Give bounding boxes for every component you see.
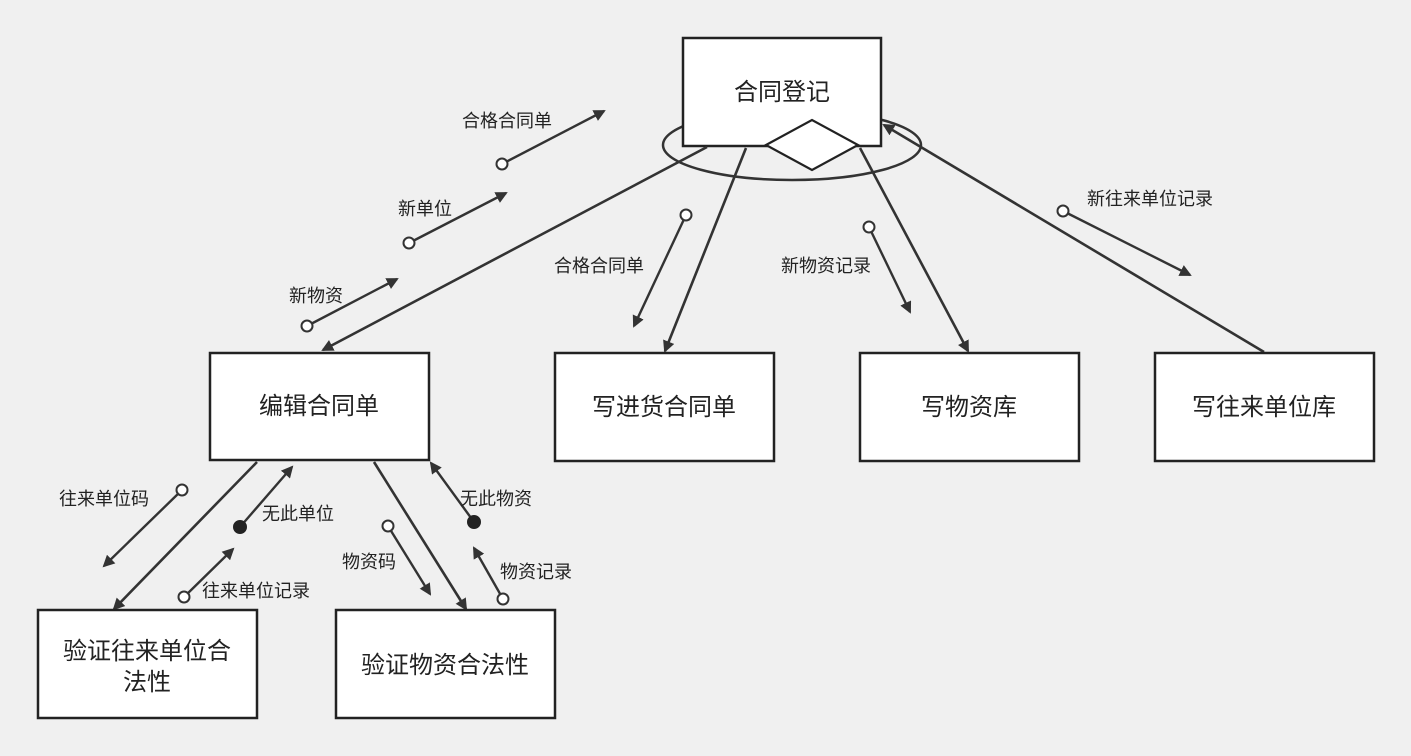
node-verify-partner[interactable]: 验证往来单位合 法性 <box>36 608 259 720</box>
data-couple-icon <box>300 319 314 333</box>
node-label: 写往来单位库 <box>1192 393 1336 421</box>
data-couple-icon <box>1056 204 1070 218</box>
flow-new-unit <box>408 191 508 245</box>
flow-no-such-unit <box>239 465 294 528</box>
flow-label-material-code: 物资码 <box>342 552 396 573</box>
edge-edit-to-verify-material <box>372 461 468 611</box>
flow-qualified-contract-up <box>501 109 606 166</box>
node-box <box>553 351 776 463</box>
node-label: 写物资库 <box>921 393 1017 421</box>
flow-no-such-material <box>429 461 475 523</box>
node-box <box>1153 351 1376 463</box>
node-box <box>858 351 1081 463</box>
edge-root-to-write-material <box>858 147 970 353</box>
flow-qualified-contract-down <box>632 214 688 328</box>
node-box <box>36 608 259 720</box>
node-contract-registration[interactable]: 合同登记 <box>681 36 883 148</box>
node-write-material-db[interactable]: 写物资库 <box>858 351 1081 463</box>
flow-label-material-record: 物资记录 <box>500 562 572 583</box>
data-couple-icon <box>402 236 416 250</box>
node-label-line1: 验证往来单位合 <box>63 637 231 665</box>
flow-label-new-material-record: 新物资记录 <box>781 256 871 277</box>
flow-label-partner-record: 往来单位记录 <box>202 581 310 602</box>
data-couple-icon <box>177 590 191 604</box>
flow-label-new-material: 新物资 <box>289 286 343 307</box>
flow-label-qualified-contract-up: 合格合同单 <box>462 111 552 132</box>
data-couple-icon <box>175 483 189 497</box>
data-couple-icon <box>381 519 395 533</box>
edge-root-to-edit <box>321 145 708 352</box>
edge-write-partner-to-root <box>882 123 1265 354</box>
data-couple-icon <box>495 157 509 171</box>
flow-label-partner-code: 往来单位码 <box>59 489 149 510</box>
node-verify-material[interactable]: 验证物资合法性 <box>334 608 557 720</box>
flow-label-no-such-material: 无此物资 <box>460 489 532 510</box>
flow-partner-record <box>183 547 235 598</box>
flow-new-material <box>306 277 399 328</box>
data-couple-icon <box>679 208 693 222</box>
node-box <box>334 608 557 720</box>
flow-partner-code <box>102 489 183 568</box>
flow-new-material-record <box>867 226 912 314</box>
flow-material-record <box>472 546 505 600</box>
node-label: 编辑合同单 <box>259 392 379 420</box>
node-label: 写进货合同单 <box>592 393 736 421</box>
flow-label-qualified-contract-down: 合格合同单 <box>554 256 644 277</box>
flow-label-new-partner-record: 新往来单位记录 <box>1087 189 1213 210</box>
node-box <box>208 351 431 462</box>
flow-label-no-such-unit: 无此单位 <box>262 504 334 525</box>
node-edit-contract[interactable]: 编辑合同单 <box>208 351 431 462</box>
selection-diamond-icon <box>763 118 861 172</box>
edge-edit-to-verify-partner <box>112 461 258 611</box>
node-label-line2: 法性 <box>123 668 171 696</box>
flow-label-new-unit: 新单位 <box>398 199 452 220</box>
node-write-partner-db[interactable]: 写往来单位库 <box>1153 351 1376 463</box>
edge-root-to-write-purchase <box>663 147 748 353</box>
control-flag-icon <box>467 515 481 529</box>
node-label: 合同登记 <box>734 78 830 106</box>
flow-new-partner-record <box>1062 209 1192 277</box>
flow-material-code <box>386 525 432 596</box>
data-couple-icon <box>496 592 510 606</box>
node-write-purchase-contract[interactable]: 写进货合同单 <box>553 351 776 463</box>
data-couple-icon <box>862 220 876 234</box>
control-flag-icon <box>233 520 247 534</box>
node-label: 验证物资合法性 <box>361 651 529 679</box>
